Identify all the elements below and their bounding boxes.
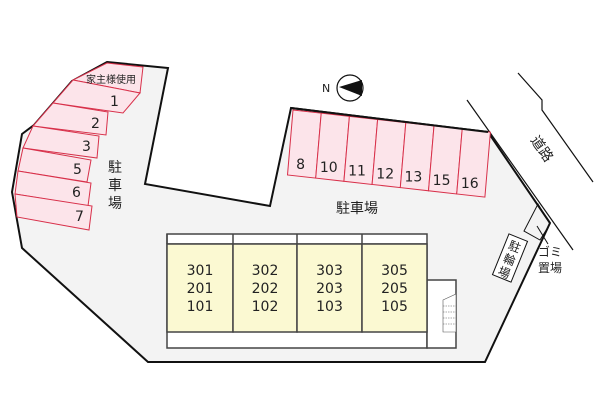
unit-number: 105 xyxy=(381,299,408,315)
stall-label: 1 xyxy=(110,94,119,110)
unit-number: 101 xyxy=(187,299,214,315)
building-unit xyxy=(296,243,363,333)
stall-label: 5 xyxy=(73,162,82,178)
stall-label: 2 xyxy=(91,116,100,132)
stall-label: 3 xyxy=(82,139,91,155)
parking-label-left: 車 xyxy=(108,177,122,194)
stall-label: 15 xyxy=(433,173,451,189)
garbage-label: ゴミ xyxy=(538,244,562,259)
compass-north-label: N xyxy=(322,82,330,95)
stall-label: 13 xyxy=(404,170,422,186)
unit-number: 303 xyxy=(316,263,343,279)
stall-label: 6 xyxy=(72,185,81,201)
road-edge-line xyxy=(517,72,594,183)
north-compass-icon: N xyxy=(322,74,364,102)
parking-label-left: 場 xyxy=(108,196,122,212)
stall-label: 7 xyxy=(75,209,84,225)
unit-number: 205 xyxy=(381,281,408,297)
parking-stall xyxy=(22,125,100,159)
garbage-label: 置場 xyxy=(538,261,562,275)
unit-number: 202 xyxy=(252,281,279,297)
unit-number: 103 xyxy=(316,299,343,315)
unit-number: 102 xyxy=(252,299,279,315)
garbage-area xyxy=(523,202,551,241)
garbage-pointer-line xyxy=(536,225,549,245)
parking-label-main: 駐車場 xyxy=(336,200,378,217)
bicycle-label: 輪 xyxy=(501,250,518,268)
unit-number: 203 xyxy=(316,281,343,297)
lot-edge-line xyxy=(290,107,489,133)
stall-label: 11 xyxy=(348,163,366,179)
road-label: 道路 xyxy=(527,133,556,165)
parking-stall xyxy=(32,102,109,136)
stall-label: 12 xyxy=(376,166,394,182)
stairs-icon xyxy=(442,293,457,333)
bicycle-label: 駐 xyxy=(506,237,523,255)
bicycle-label: 場 xyxy=(496,264,512,281)
stall-label: 8 xyxy=(296,157,305,173)
stall-label: 16 xyxy=(461,176,479,192)
parking-label-left: 駐 xyxy=(108,160,122,176)
bicycle-parking: 駐 輪 場 xyxy=(491,233,529,283)
building-unit xyxy=(166,243,234,333)
parking-stall xyxy=(52,79,141,114)
unit-number: 305 xyxy=(381,263,408,279)
stall-label: 10 xyxy=(320,160,338,176)
unit-number: 201 xyxy=(187,281,214,297)
unit-number: 301 xyxy=(187,263,214,279)
building-unit xyxy=(361,243,428,333)
unit-number: 302 xyxy=(252,263,279,279)
parking-stall xyxy=(14,193,93,231)
stall-label-owner: 家主様使用 xyxy=(86,73,136,86)
road-edge-line xyxy=(466,99,574,251)
